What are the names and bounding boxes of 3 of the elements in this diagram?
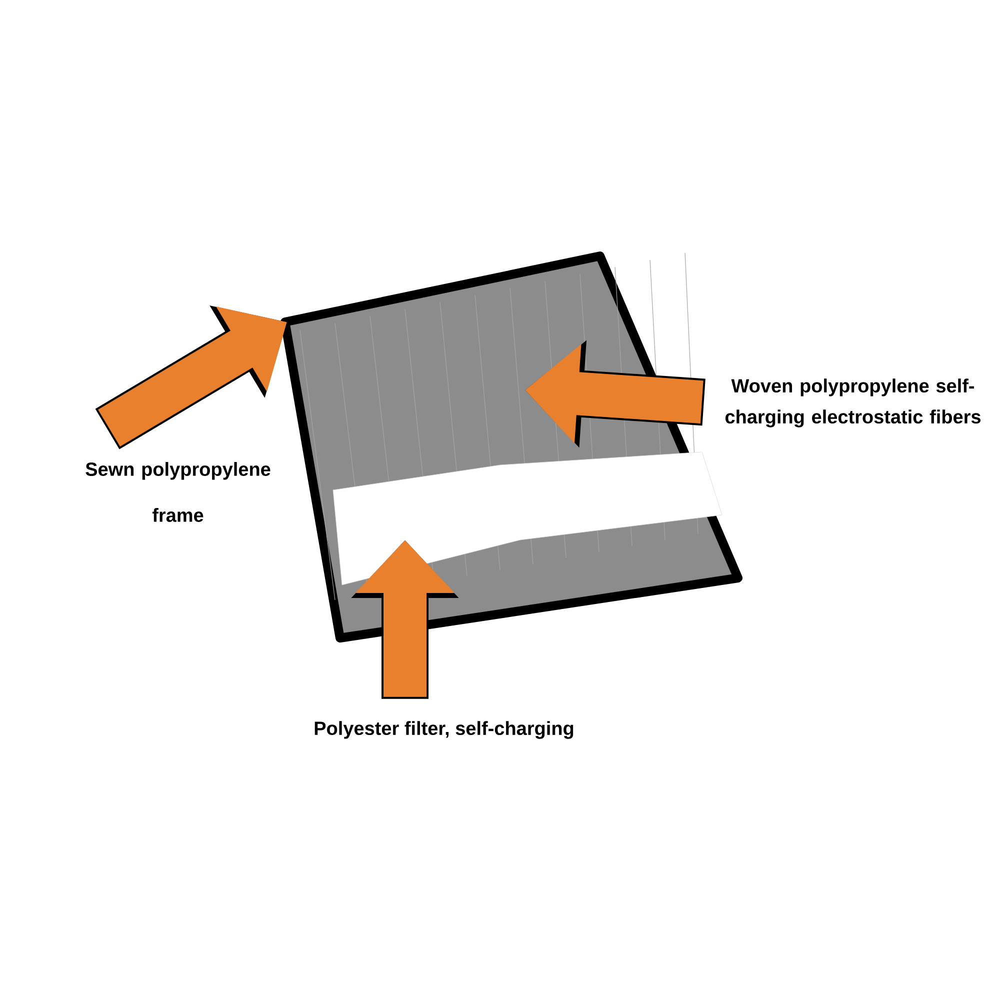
callout-text: Polyester filter, self-charging bbox=[314, 721, 574, 739]
callout-text: Woven polypropylene self-charging electrostatic fibers bbox=[725, 378, 980, 428]
callout-text: Sewn polypropylene frame bbox=[86, 462, 270, 522]
